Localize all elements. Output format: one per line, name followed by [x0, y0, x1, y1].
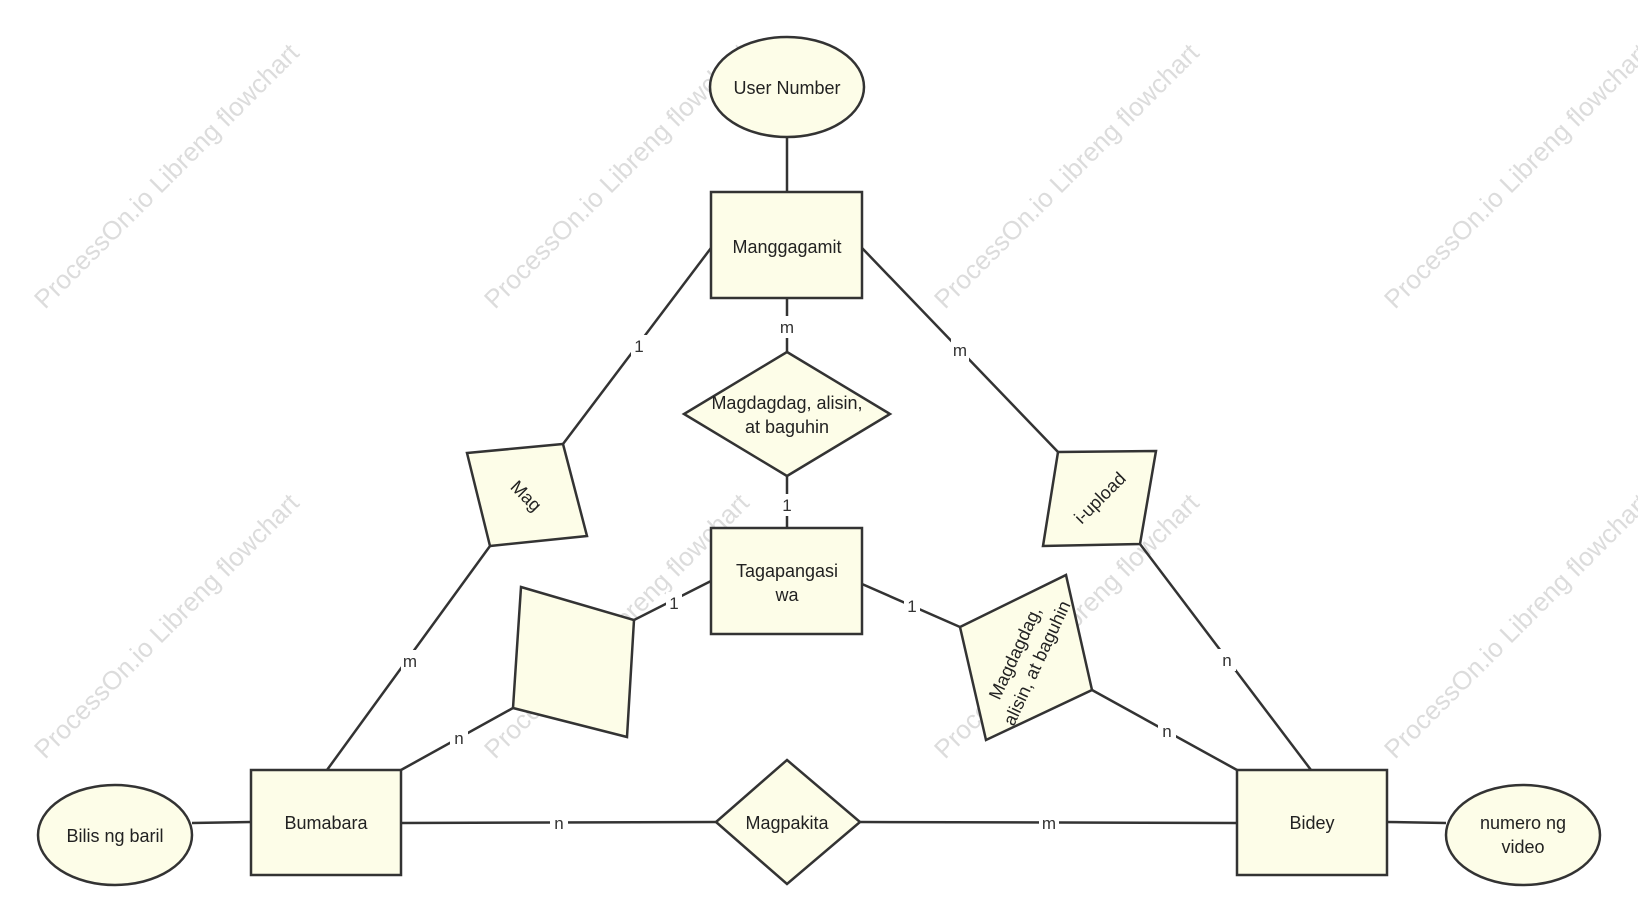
edge-bilis-bumabara	[191, 820, 252, 825]
entity-tagapangasiwa[interactable]	[709, 526, 864, 636]
cardinality-right-bidey: n	[1162, 722, 1171, 741]
cardinality-bg	[951, 339, 969, 361]
entity-bumabara[interactable]	[249, 768, 403, 877]
magdagdag-center-label-line2: at baguhin	[745, 417, 829, 437]
cardinality-center-tagap: 1	[782, 496, 791, 515]
cardinality-bg	[401, 650, 419, 672]
watermark-text: ProcessOn.io Libreng flowchart	[1378, 37, 1638, 314]
user-number-label: User Number	[733, 78, 840, 98]
magdagdag-center-label-line1: Magdagdag, alisin,	[711, 393, 862, 413]
relationship-blank[interactable]	[511, 585, 636, 739]
cardinality-bg	[631, 335, 647, 357]
cardinality-bg	[666, 592, 682, 614]
attribute-bilis-ng-baril[interactable]	[36, 783, 194, 887]
cardinality-bg	[1158, 720, 1176, 742]
bilis-ng-baril-label: Bilis ng baril	[66, 826, 163, 846]
manggagamit-label: Manggagamit	[732, 237, 841, 257]
relationship-mag[interactable]	[465, 442, 589, 548]
cardinality-mang-upload: m	[953, 341, 967, 360]
edge-bidey-numero	[1386, 820, 1447, 825]
relationship-magpakita[interactable]	[714, 758, 862, 886]
attribute-user-number[interactable]	[708, 35, 866, 139]
bidey-label: Bidey	[1289, 813, 1334, 833]
cardinality-mang-mag: 1	[634, 337, 643, 356]
cardinality-bg	[450, 727, 468, 749]
cardinality-bg	[904, 595, 920, 617]
cardinality-bg	[1039, 812, 1059, 834]
relationship-magdagdag-right[interactable]	[958, 573, 1094, 742]
cardinality-tagap-blank: 1	[669, 594, 678, 613]
cardinality-magpakita-bidey: m	[1042, 814, 1056, 833]
magpakita-label: Magpakita	[745, 813, 829, 833]
cardinality-bumabara-magpakita: n	[554, 814, 563, 833]
cardinality-bg	[779, 494, 795, 516]
shape-layer	[36, 35, 1602, 887]
cardinality-bg	[779, 316, 795, 338]
watermark-text: ProcessOn.io Libreng flowchart	[28, 37, 305, 314]
cardinality-mag-bumabara: m	[403, 652, 417, 671]
cardinality-mang-center: m	[780, 318, 794, 337]
numero-ng-video-label-line1: numero ng	[1480, 813, 1566, 833]
entity-bidey[interactable]	[1235, 768, 1389, 877]
tagapangasiwa-label-line2: wa	[774, 585, 799, 605]
numero-ng-video-label-line2: video	[1501, 837, 1544, 857]
entity-manggagamit[interactable]	[709, 190, 864, 300]
watermark-text: ProcessOn.io Libreng flowchart	[1378, 487, 1638, 764]
relationship-magdagdag-center[interactable]	[681, 350, 893, 478]
tagapangasiwa-label-line1: Tagapangasi	[736, 561, 838, 581]
attribute-numero-ng-video[interactable]	[1444, 783, 1602, 887]
cardinality-tagap-right: 1	[907, 597, 916, 616]
watermark-text: ProcessOn.io Libreng flowchart	[28, 487, 305, 764]
watermark-text: ProcessOn.io Libreng flowchart	[928, 37, 1205, 314]
cardinality-bg	[1218, 649, 1236, 671]
relationship-i-upload[interactable]	[1041, 449, 1158, 548]
bumabara-label: Bumabara	[284, 813, 368, 833]
cardinality-blank-bumabara: n	[454, 729, 463, 748]
cardinality-bg	[550, 812, 568, 834]
cardinality-upload-bidey: n	[1222, 651, 1231, 670]
cardinality-layer: m 1 1 m m n 1 n 1 n n m	[401, 316, 1236, 834]
